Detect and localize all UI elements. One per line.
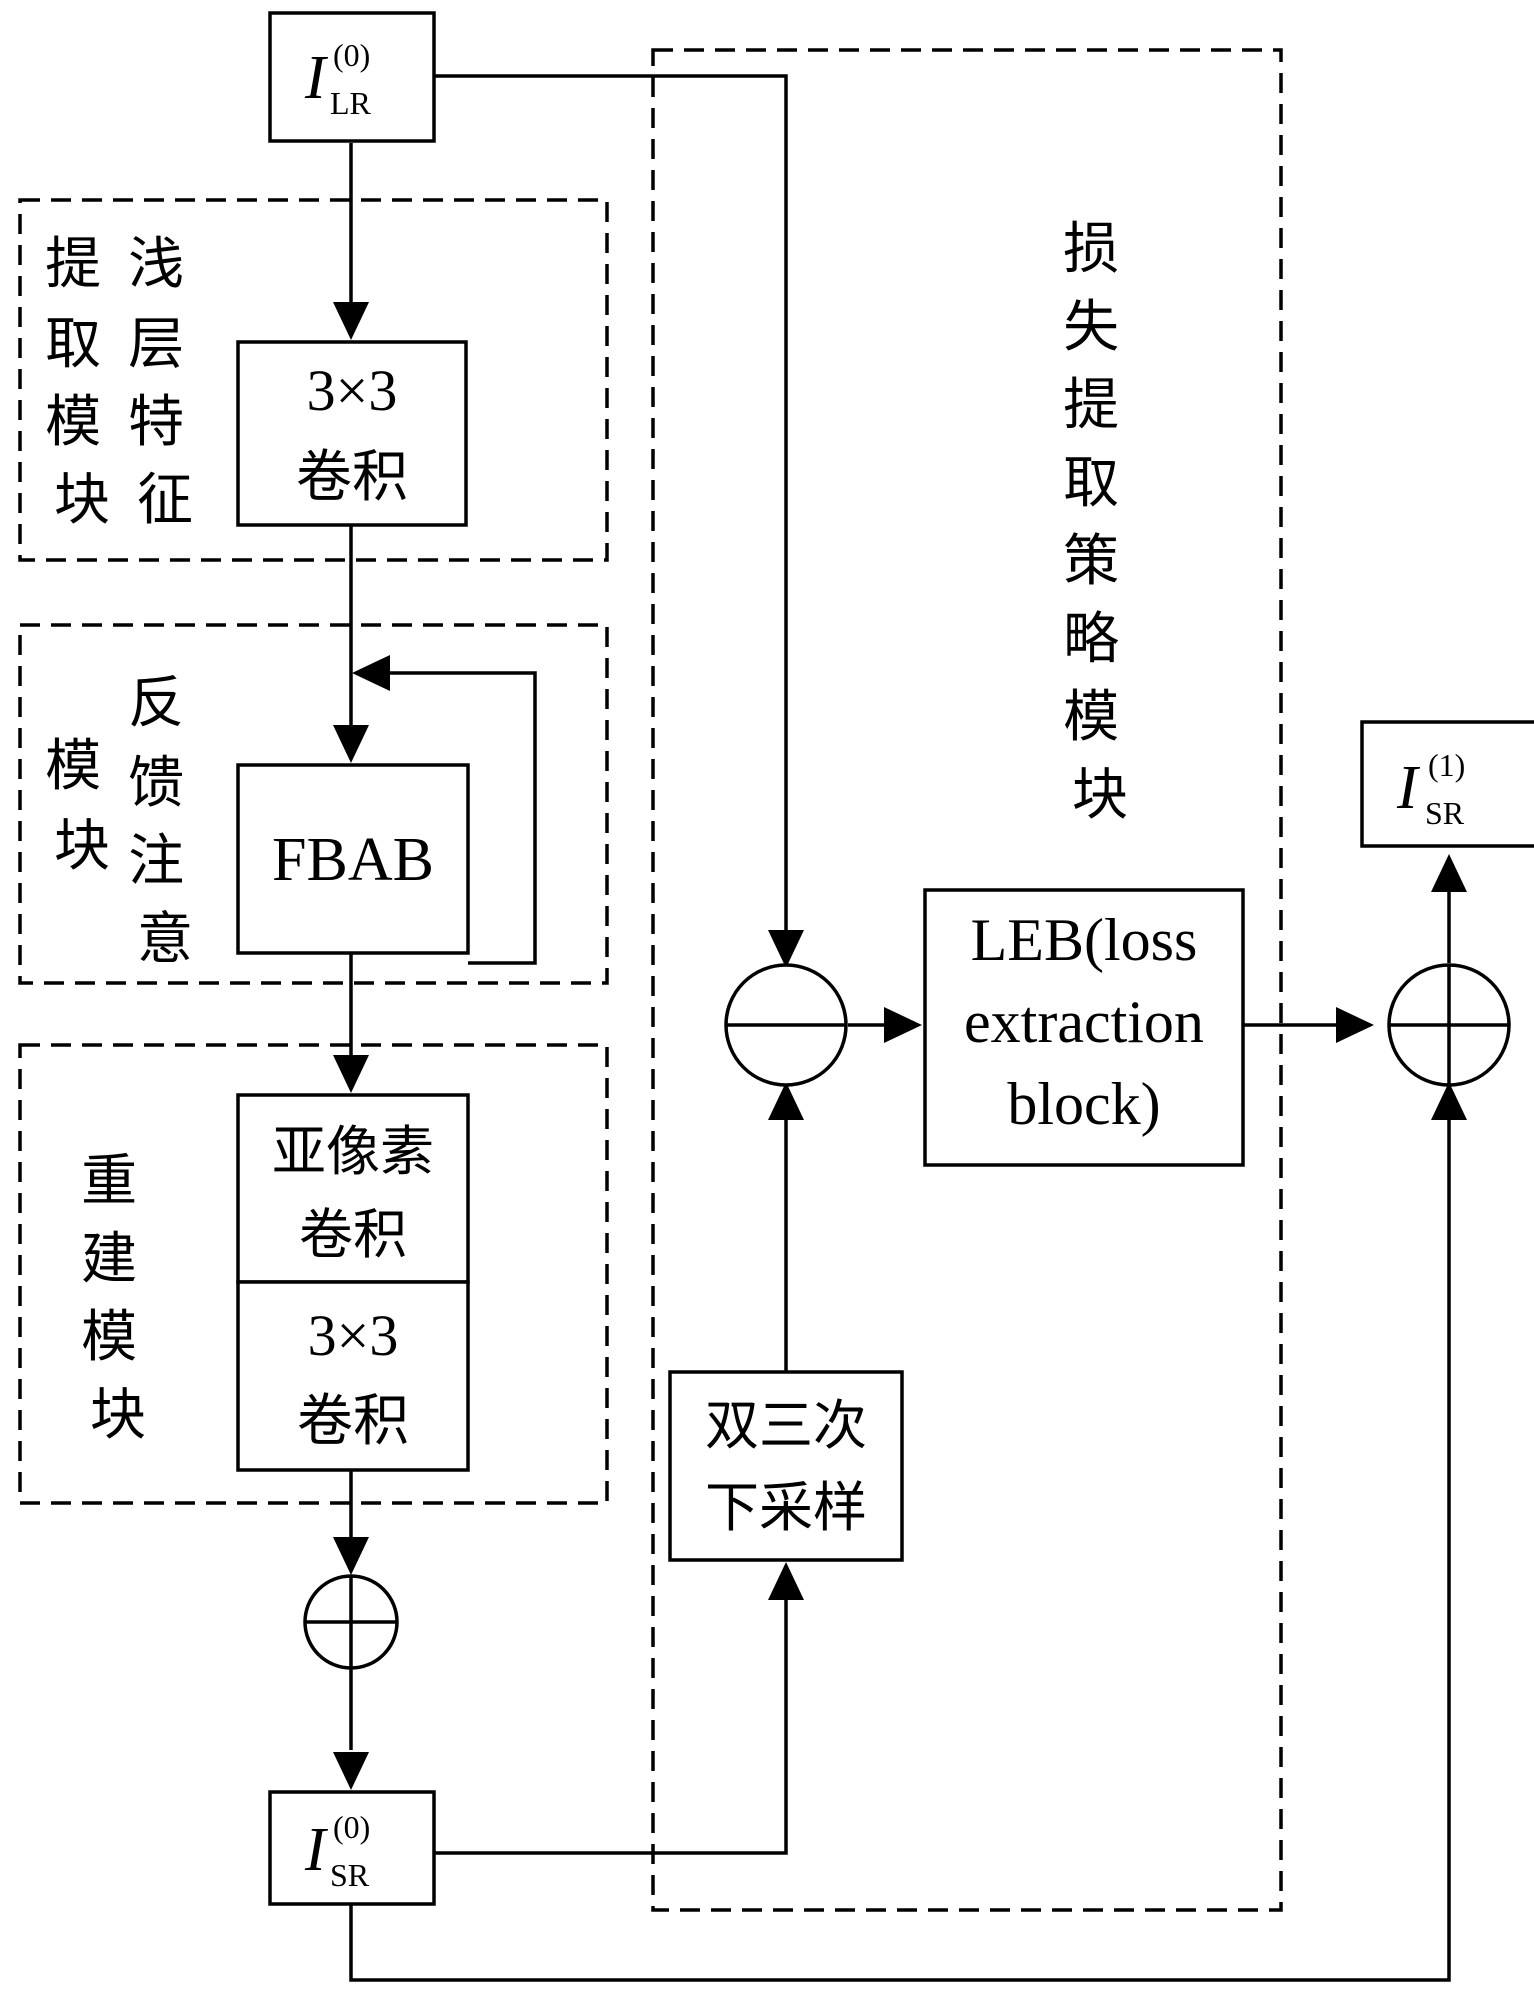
leb-line3: block) [1007, 1071, 1160, 1137]
output-sr1-sup: (1) [1428, 747, 1465, 783]
arrowhead-right-add [1336, 1007, 1374, 1043]
subtract-node [724, 963, 848, 1087]
arrowhead-right-leb [884, 1007, 922, 1043]
arrowhead-up-downsample [768, 1562, 804, 1600]
arrowhead-up-sr1 [1431, 854, 1467, 892]
input-lr-box [268, 11, 436, 143]
recon-conv-line1: 3×3 [308, 1303, 399, 1368]
arrowhead-down-subtract [768, 930, 804, 968]
output-sr0-node: I (0) SR [268, 1790, 436, 1906]
shallow-label-col1: 提 取 模 块 [45, 232, 119, 533]
downsample-line2: 下采样 [705, 1476, 867, 1539]
arrowhead-down-conv [333, 302, 369, 340]
input-lr-node: I (0) LR [268, 11, 436, 143]
feedback-label-col1: 模 块 [45, 734, 119, 879]
edge-sr0-to-final-add [349, 1112, 1451, 1982]
output-sr0-sup: (0) [333, 1809, 370, 1845]
edge-lr-to-subtract [434, 74, 788, 938]
output-sr1-symbol: I [1396, 754, 1421, 822]
output-sr1-box [1360, 720, 1534, 848]
arrowhead-down-fbab [333, 725, 369, 763]
output-sr1-sub: SR [1425, 795, 1465, 831]
downsample-line1: 双三次 [705, 1394, 867, 1457]
arrowhead-down-sr0 [333, 1752, 369, 1790]
recon-conv-line2: 卷积 [297, 1389, 409, 1454]
input-lr-sup: (0) [333, 37, 370, 73]
reconstruction-module-frame [18, 1043, 609, 1505]
downsample-node: 双三次 下采样 [668, 1370, 904, 1562]
leb-line2: extraction [964, 989, 1204, 1055]
feedback-label-col2: 反 馈 注 意 [128, 671, 202, 972]
reconstruction-module: 重 建 模 块 亚像素 卷积 3×3 卷积 [81, 1093, 470, 1472]
add-node-left [303, 1574, 399, 1670]
output-sr0-box [268, 1790, 436, 1906]
shallow-conv-line2: 卷积 [296, 445, 408, 510]
fbab-box [236, 763, 470, 955]
shallow-label-col2: 浅 层 特 征 [128, 232, 202, 533]
output-sr0-sub: SR [330, 1857, 370, 1893]
arrowhead-down-add [333, 1537, 369, 1575]
output-sr1-node: I (1) SR [1360, 720, 1534, 848]
recon-label: 重 建 模 块 [81, 1149, 155, 1448]
leb-box [923, 888, 1245, 1167]
leb-node: LEB(loss extraction block) [923, 888, 1245, 1167]
arrowhead-up-final-add [1431, 1082, 1467, 1120]
subpixel-line1: 亚像素 [272, 1120, 434, 1183]
arrowhead-down-subpixel [333, 1055, 369, 1093]
fbab-label: FBAB [272, 826, 434, 894]
arrowhead-feedback-left [352, 655, 390, 691]
shallow-feature-module: 提 取 模 块 浅 层 特 征 3×3 卷积 [45, 232, 468, 533]
loss-module-label: 损 失 提 取 策 略 模 块 [1063, 217, 1137, 828]
input-lr-sub: LR [330, 85, 372, 121]
recon-conv-box [236, 1280, 470, 1472]
feedback-attention-module-frame [18, 623, 609, 985]
arrowhead-up-subtract [768, 1082, 804, 1120]
edge-feedback-loop [385, 671, 537, 965]
connectors [349, 74, 1451, 1982]
loss-extraction-module-frame [651, 48, 1283, 1912]
output-sr0-symbol: I [304, 1816, 329, 1884]
shallow-conv-box [236, 340, 468, 527]
subpixel-line2: 卷积 [299, 1203, 407, 1266]
add-node-right [1387, 963, 1511, 1087]
input-lr-symbol: I [304, 44, 329, 112]
shallow-feature-module-frame [18, 198, 609, 562]
feedback-attention-module: 模 块 反 馈 注 意 FBAB [45, 671, 470, 972]
downsample-box [668, 1370, 904, 1562]
subpixel-conv-box [236, 1093, 470, 1284]
edge-sr0-to-downsample [434, 1590, 788, 1855]
leb-line1: LEB(loss [971, 907, 1198, 973]
shallow-conv-line1: 3×3 [307, 358, 398, 423]
arrowheads [333, 302, 1467, 1790]
